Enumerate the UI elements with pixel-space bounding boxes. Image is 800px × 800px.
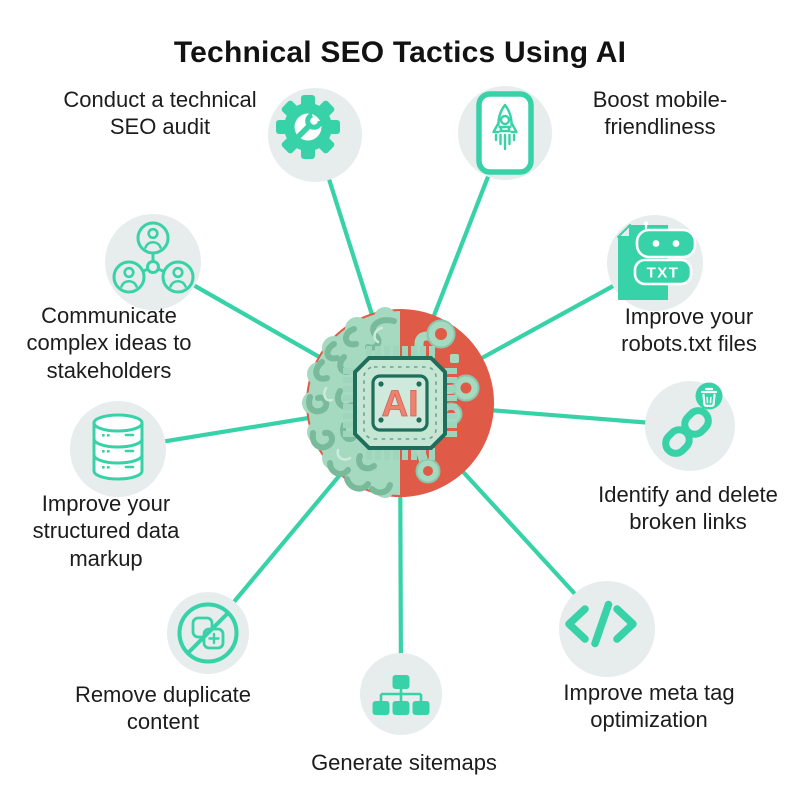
- no-duplicate-icon: [167, 592, 249, 674]
- label-robots-txt: Improve your robots.txt files: [621, 304, 757, 357]
- txt-badge-label: TXT: [647, 265, 680, 282]
- ai-chip-label: AI: [382, 383, 419, 424]
- sitemap-icon: [360, 653, 442, 735]
- code-tag-icon: [559, 581, 655, 677]
- label-broken-links: Identify and delete broken links: [598, 482, 778, 535]
- label-structured-data: Improve your structured data markup: [32, 491, 180, 571]
- label-technical-seo-audit: Conduct a technical SEO audit: [63, 87, 257, 140]
- gear-wrench-icon: [268, 88, 362, 182]
- label-generate-sitemaps: Generate sitemaps: [311, 750, 497, 775]
- database-icon: [70, 401, 166, 497]
- label-duplicate-content: Remove duplicate content: [74, 682, 252, 735]
- label-stakeholder-communication: Communicate complex ideas to stakeholder…: [26, 303, 192, 383]
- link-trash-icon: [645, 381, 735, 471]
- phone-rocket-icon: [458, 86, 552, 180]
- ai-brain-graphic: AI: [302, 307, 494, 498]
- ai-chip: AI: [343, 346, 457, 460]
- people-network-icon: [105, 214, 201, 310]
- robot-txt-file-icon: TXT: [607, 215, 703, 311]
- label-meta-tags: Improve meta tag optimization: [563, 680, 735, 733]
- label-mobile-friendliness: Boost mobile- friendliness: [592, 87, 728, 140]
- trash-icon: [700, 387, 718, 407]
- page-title: Technical SEO Tactics Using AI: [173, 36, 627, 70]
